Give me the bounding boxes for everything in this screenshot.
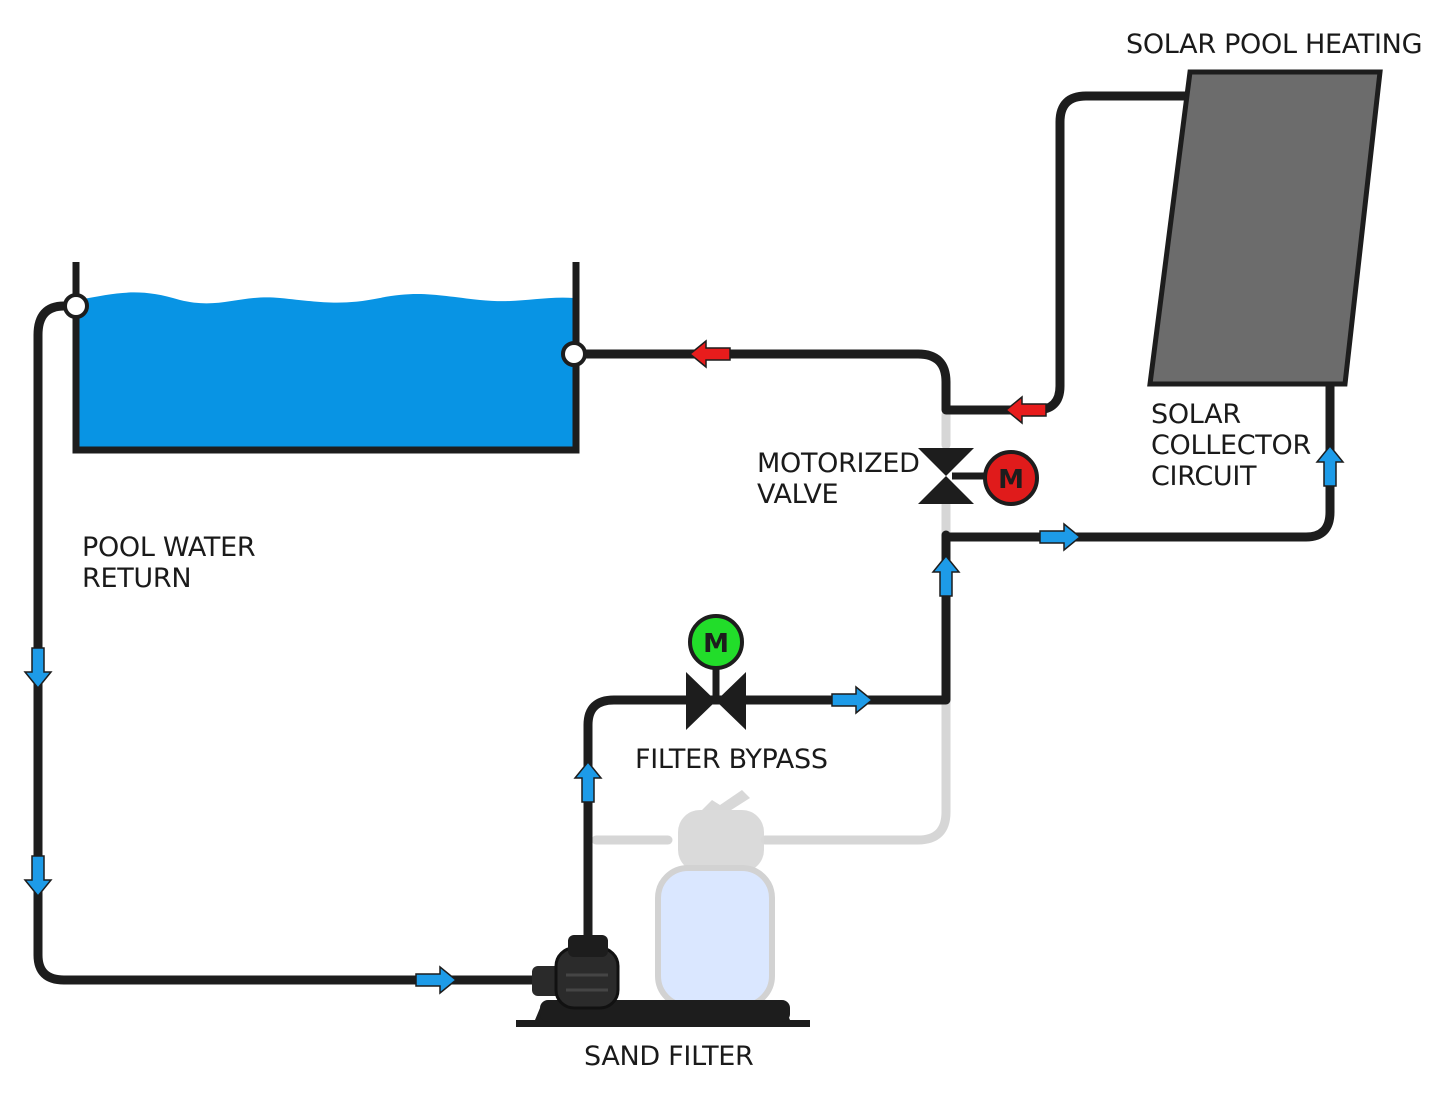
inactive-filter-pipes xyxy=(591,410,951,845)
motorized-valve-line-2: VALVE xyxy=(757,479,839,510)
flow-arrow-icon xyxy=(23,855,53,898)
flow-arrows xyxy=(23,339,1345,995)
solar-collector-circuit-line-3: CIRCUIT xyxy=(1151,461,1257,492)
flow-arrow-icon xyxy=(688,339,731,369)
pool-inlet-port xyxy=(63,293,89,319)
motorized-valve-label: MOTORIZED VALVE xyxy=(757,448,920,510)
flow-arrow-icon xyxy=(415,965,458,995)
pool-water-return-line-2: RETURN xyxy=(82,563,192,594)
bypass-motor-badge-icon: M xyxy=(688,614,744,670)
filter-bypass-label: FILTER BYPASS xyxy=(635,744,828,775)
pool-water-return-label: POOL WATER RETURN xyxy=(82,532,256,594)
active-pipes xyxy=(33,91,1335,985)
filter-return-pipe xyxy=(760,695,951,845)
pool-water xyxy=(78,292,574,450)
flow-arrow-icon xyxy=(573,760,603,803)
pump-icon xyxy=(516,935,810,1027)
solar-pool-heating-title: SOLAR POOL HEATING xyxy=(1126,29,1423,60)
flow-arrow-icon xyxy=(1004,395,1047,425)
flow-arrow-icon xyxy=(931,554,961,597)
sand-filter-icon xyxy=(655,790,775,1014)
pool-water-return-line-1: POOL WATER xyxy=(82,532,256,563)
pump-to-bypass-pipe xyxy=(583,530,951,950)
solar-collector-circuit-line-1: SOLAR xyxy=(1151,399,1241,430)
flow-arrow-icon xyxy=(23,647,53,690)
sand-filter-label: SAND FILTER xyxy=(584,1041,754,1072)
solar-collector-circuit-line-2: COLLECTOR xyxy=(1151,430,1311,461)
solar-collector-circuit-label: SOLAR COLLECTOR CIRCUIT xyxy=(1151,399,1311,492)
solar-collector-panel xyxy=(1147,69,1383,387)
pool-return-port xyxy=(561,341,587,367)
flow-arrow-icon xyxy=(1315,444,1345,487)
bypass-valve-icon xyxy=(686,665,746,730)
motorized-valve-motor-label: M xyxy=(998,465,1024,495)
collector-feed-pipe xyxy=(941,378,1335,542)
pool-return-pipe xyxy=(33,301,553,985)
flow-arrow-icon xyxy=(1039,522,1082,552)
motor-badge-icon: M xyxy=(983,450,1039,506)
pool-tank xyxy=(72,262,580,454)
collector-return-pipe xyxy=(571,91,1195,415)
flow-arrow-icon xyxy=(831,685,874,715)
bypass-valve-motor-label: M xyxy=(703,629,729,659)
motorized-valve-line-1: MOTORIZED xyxy=(757,448,920,479)
